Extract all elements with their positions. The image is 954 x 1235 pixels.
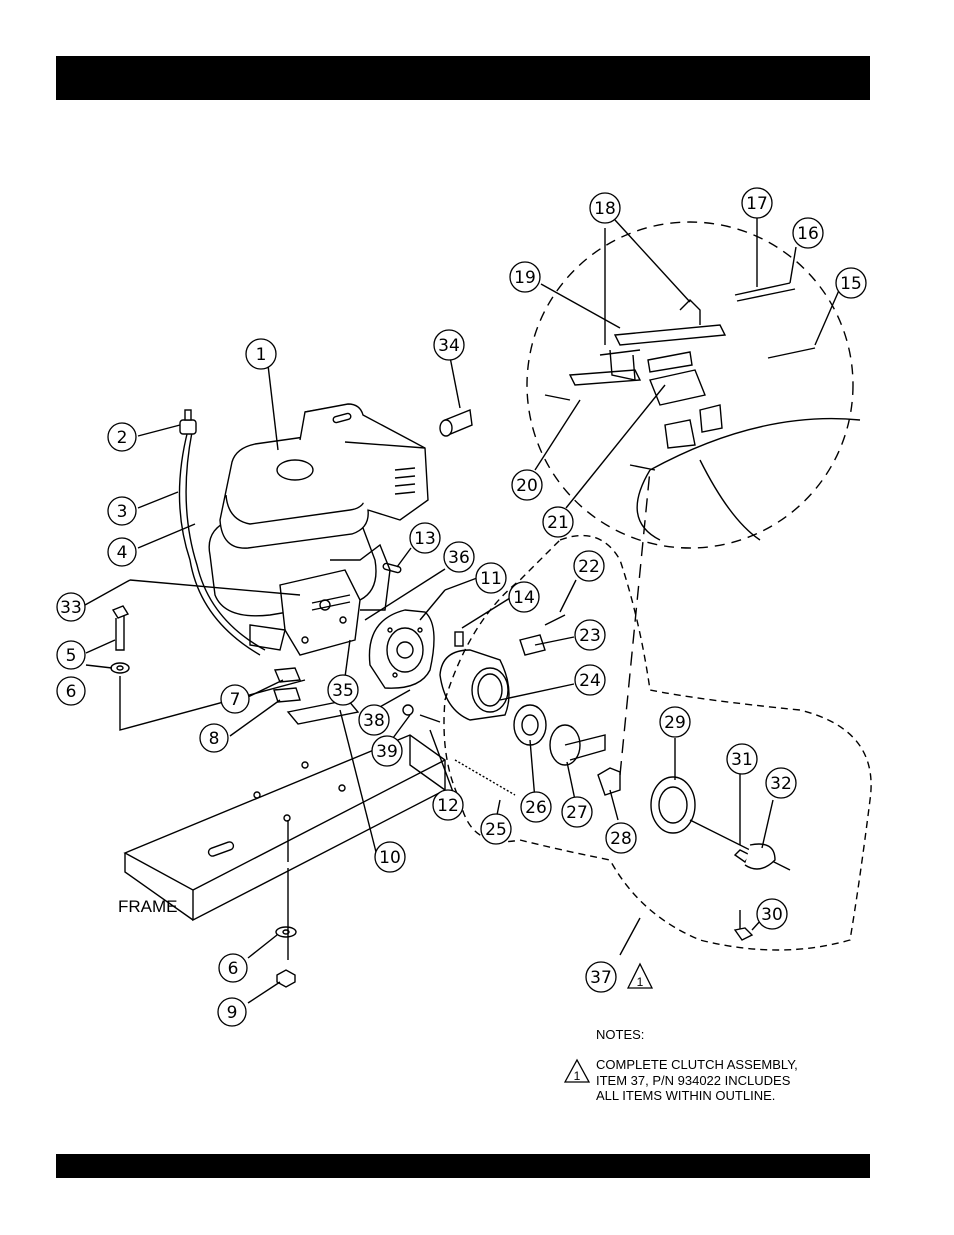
- throttle-part: [440, 410, 472, 436]
- svg-text:2: 2: [117, 428, 128, 448]
- svg-text:37: 37: [590, 968, 612, 988]
- callout-28: 28: [606, 823, 636, 853]
- callout-37-note-symbol: 1: [628, 964, 652, 989]
- callout-27: 27: [562, 797, 592, 827]
- svg-text:15: 15: [840, 274, 862, 294]
- svg-text:10: 10: [379, 848, 401, 868]
- svg-text:6: 6: [228, 959, 239, 979]
- svg-text:25: 25: [485, 820, 507, 840]
- callout-14: 14: [509, 582, 539, 612]
- callout-6: 6: [57, 677, 85, 705]
- svg-text:36: 36: [448, 548, 470, 568]
- callout-38: 38: [359, 705, 389, 735]
- svg-text:23: 23: [579, 626, 601, 646]
- callout-13: 13: [410, 523, 440, 553]
- callout-2: 2: [108, 423, 136, 451]
- callout-12: 12: [433, 790, 463, 820]
- svg-text:34: 34: [438, 336, 460, 356]
- callout-1: 1: [246, 339, 276, 369]
- callout-32: 32: [766, 768, 796, 798]
- callout-37: 37: [586, 962, 616, 992]
- callout-16: 16: [793, 218, 823, 248]
- svg-text:17: 17: [746, 194, 768, 214]
- svg-text:5: 5: [66, 646, 77, 666]
- frame-label: FRAME: [118, 897, 178, 916]
- svg-text:28: 28: [610, 829, 632, 849]
- svg-text:1: 1: [637, 975, 644, 989]
- callout-10: 10: [375, 842, 405, 872]
- callout-15: 15: [836, 268, 866, 298]
- svg-text:14: 14: [513, 588, 535, 608]
- svg-text:29: 29: [664, 713, 686, 733]
- svg-text:19: 19: [514, 268, 536, 288]
- callout-9: 9: [218, 998, 246, 1026]
- svg-text:32: 32: [770, 774, 792, 794]
- callout-35: 35: [328, 675, 358, 705]
- callout-21: 21: [543, 507, 573, 537]
- svg-text:31: 31: [731, 750, 753, 770]
- callout-33: 33: [57, 593, 85, 621]
- svg-text:26: 26: [525, 798, 547, 818]
- svg-text:16: 16: [797, 224, 819, 244]
- svg-text:35: 35: [332, 681, 354, 701]
- warning-triangle-icon: 1: [563, 1058, 591, 1084]
- callout-23: 23: [575, 620, 605, 650]
- callout-34: 34: [434, 330, 464, 360]
- svg-text:24: 24: [579, 671, 601, 691]
- svg-text:9: 9: [227, 1003, 238, 1023]
- callout-29: 29: [660, 707, 690, 737]
- svg-text:3: 3: [117, 502, 128, 522]
- svg-text:33: 33: [60, 598, 82, 618]
- svg-text:7: 7: [230, 690, 241, 710]
- note-line: COMPLETE CLUTCH ASSEMBLY,: [596, 1057, 856, 1073]
- svg-text:27: 27: [566, 803, 588, 823]
- callout-26: 26: [521, 792, 551, 822]
- callout-36: 36: [444, 542, 474, 572]
- detail-view: [527, 222, 860, 548]
- svg-text:39: 39: [376, 742, 398, 762]
- callout-19: 19: [510, 262, 540, 292]
- callout-11: 11: [476, 563, 506, 593]
- svg-text:6: 6: [66, 682, 77, 702]
- svg-text:8: 8: [209, 729, 220, 749]
- svg-text:1: 1: [256, 345, 267, 365]
- callout-39: 39: [372, 736, 402, 766]
- svg-text:18: 18: [594, 199, 616, 219]
- callout-25: 25: [481, 814, 511, 844]
- callout-4: 4: [108, 538, 136, 566]
- callout-6-lower: 6: [219, 954, 247, 982]
- clutch-assembly-outline: [444, 536, 871, 951]
- callout-18: 18: [590, 193, 620, 223]
- svg-text:1: 1: [574, 1069, 581, 1083]
- callout-31: 31: [727, 744, 757, 774]
- callout-7: 7: [221, 685, 249, 713]
- notes-body: COMPLETE CLUTCH ASSEMBLY, ITEM 37, P/N 9…: [596, 1057, 856, 1104]
- note-line: ALL ITEMS WITHIN OUTLINE.: [596, 1088, 856, 1104]
- svg-text:13: 13: [414, 529, 436, 549]
- callout-3: 3: [108, 497, 136, 525]
- svg-text:21: 21: [547, 513, 569, 533]
- callout-24: 24: [575, 665, 605, 695]
- callout-17: 17: [742, 188, 772, 218]
- note-line: ITEM 37, P/N 934022 INCLUDES: [596, 1073, 856, 1089]
- svg-text:30: 30: [761, 905, 783, 925]
- callout-8: 8: [200, 724, 228, 752]
- callout-20: 20: [512, 470, 542, 500]
- svg-text:4: 4: [117, 543, 128, 563]
- svg-text:12: 12: [437, 796, 459, 816]
- svg-text:22: 22: [578, 557, 600, 577]
- svg-text:38: 38: [363, 711, 385, 731]
- callout-30: 30: [757, 899, 787, 929]
- callouts: 1 2 3 4 5 6 7 8 9 10 11 12 13 14 15 16 1…: [57, 188, 866, 1026]
- svg-text:20: 20: [516, 476, 538, 496]
- callout-22: 22: [574, 551, 604, 581]
- callout-5: 5: [57, 641, 85, 669]
- notes-heading: NOTES:: [596, 1027, 644, 1043]
- svg-text:11: 11: [480, 569, 502, 589]
